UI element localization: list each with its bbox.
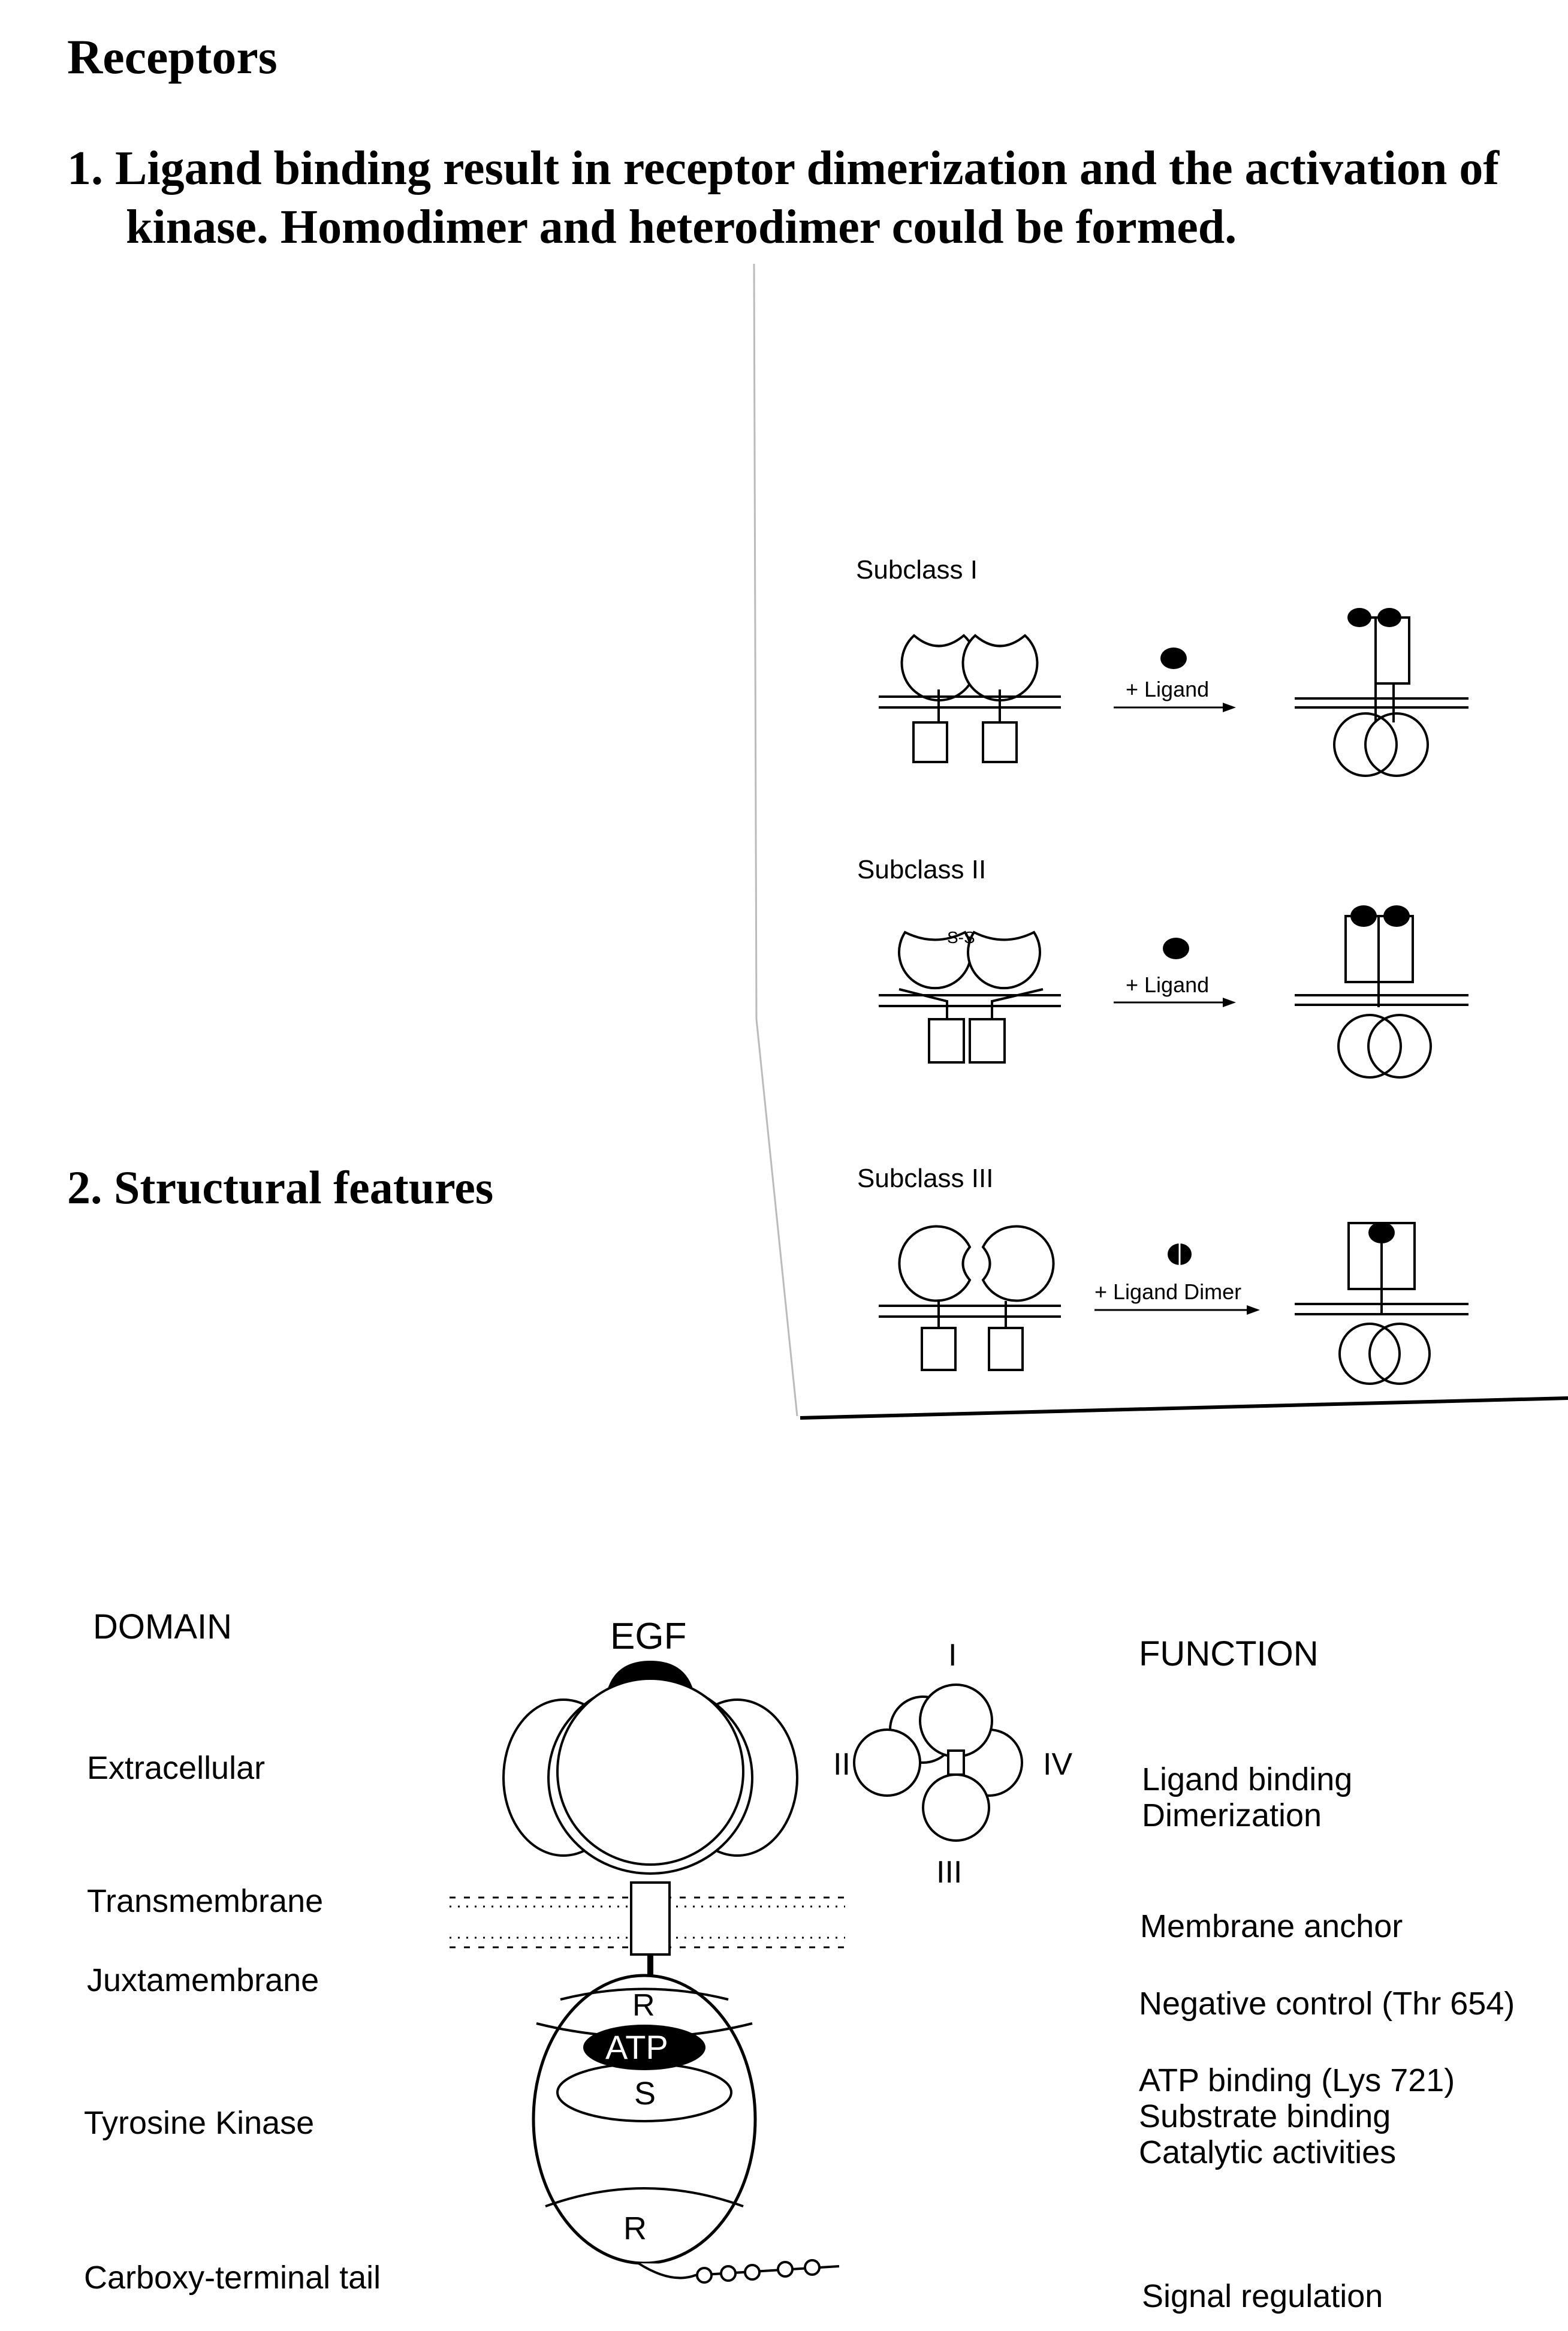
carboxy-terminal-tail <box>637 2259 840 2284</box>
function-signal-regulation: Signal regulation <box>1142 2278 1383 2314</box>
subdomain-iii-label: III <box>936 1855 962 1890</box>
subclass-2-label: Subclass II <box>857 855 986 884</box>
function-negative-control: Negative control (Thr 654) <box>1139 1986 1515 2022</box>
domain-extracellular: Extracellular <box>87 1750 266 1786</box>
subclass-1-ligand <box>1160 648 1187 669</box>
domain-transmembrane: Transmembrane <box>87 1883 324 1919</box>
domain-juxtamembrane: Juxtamembrane <box>87 1962 319 1998</box>
domain-carboxy-terminal-tail: Carboxy-terminal tail <box>84 2260 381 2296</box>
page-title: Receptors <box>67 29 278 84</box>
egf-label: EGF <box>610 1616 686 1657</box>
section-2-heading: 2. Structural features <box>67 1161 494 1213</box>
subclass-3-arrow-text: + Ligand Dimer <box>1094 1279 1241 1304</box>
function-atp-binding: ATP binding (Lys 721) <box>1139 2062 1455 2098</box>
subclass-2-ligand <box>1163 938 1189 959</box>
kinase-r-top-label: R <box>632 1988 655 2023</box>
kinase-r-bottom-label: R <box>623 2210 647 2246</box>
domain-tyrosine-kinase: Tyrosine Kinase <box>84 2105 315 2141</box>
subdomain-i-label: I <box>948 1638 957 1673</box>
pasted-page-bottom-edge <box>800 1396 1568 1420</box>
subclass-2-dimer <box>1295 915 1469 1079</box>
function-dimerization: Dimerization <box>1142 1797 1322 1833</box>
domain-header: DOMAIN <box>93 1607 232 1646</box>
subclass-3-label: Subclass III <box>857 1164 993 1193</box>
subclass-2-bond-text: S-S <box>947 928 975 947</box>
function-header: FUNCTION <box>1139 1634 1319 1673</box>
extracellular-domain <box>502 1678 798 1875</box>
section-1-heading-line-2: kinase. Homodimer and heterodimer could … <box>126 201 1237 254</box>
subclass-2-receptors <box>879 930 1061 1064</box>
function-ligand-binding: Ligand binding <box>1142 1761 1353 1797</box>
atp-label: ATP <box>605 2028 668 2066</box>
subclass-2-arrow-text: + Ligand <box>1126 972 1209 997</box>
subdomain-ii-label: II <box>833 1747 851 1782</box>
subclass-1-arrow-text: + Ligand <box>1126 677 1209 701</box>
section-1-heading-line-1: 1. Ligand binding result in receptor dim… <box>67 142 1500 195</box>
transmembrane-helix <box>630 1881 671 1956</box>
subclass-1-label: Subclass I <box>856 555 978 585</box>
subdomain-diagram <box>853 1684 1023 1842</box>
subclass-3-receptors <box>879 1225 1061 1371</box>
kinase-s-label: S <box>634 2076 656 2112</box>
subdomain-iv-label: IV <box>1043 1747 1072 1782</box>
function-membrane-anchor: Membrane anchor <box>1140 1908 1403 1944</box>
function-substrate-binding: Substrate binding <box>1139 2098 1391 2134</box>
substrate-site <box>556 2062 732 2122</box>
atp-site <box>583 2025 705 2070</box>
subclass-1-receptors <box>879 634 1061 763</box>
pasted-page-edge <box>753 263 798 1417</box>
function-catalytic-activities: Catalytic activities <box>1139 2134 1397 2170</box>
